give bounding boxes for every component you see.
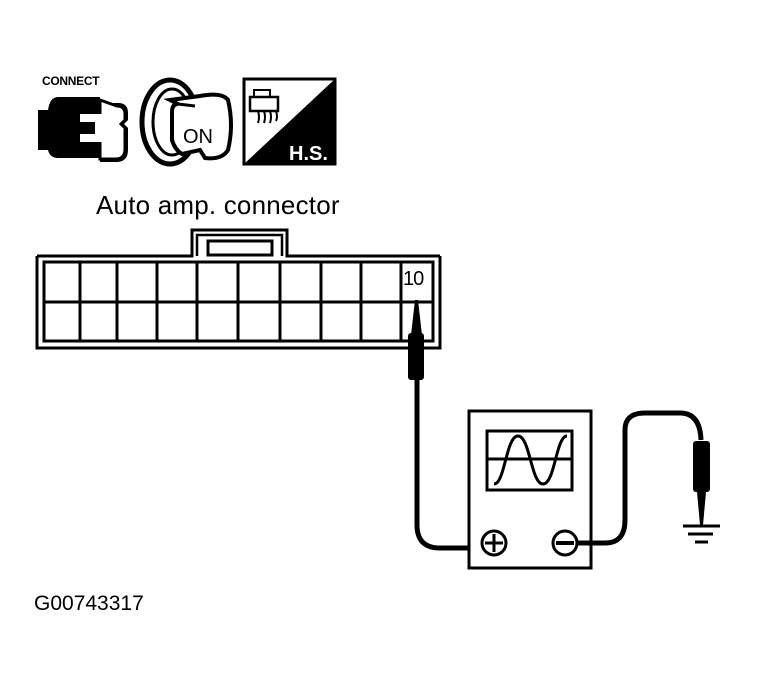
ignition-key-on-icon: ON bbox=[139, 77, 233, 167]
sine-waveform bbox=[493, 434, 568, 486]
connector-title: Auto amp. connector bbox=[96, 190, 340, 220]
positive-probe bbox=[408, 300, 481, 551]
harness-sign-text: H.S. bbox=[289, 143, 328, 165]
connector-plug-icon bbox=[38, 97, 128, 162]
harness-sign-icon: H.S. bbox=[242, 77, 337, 166]
ignition-on-text: ON bbox=[183, 126, 213, 148]
connect-label: CONNECT bbox=[42, 74, 100, 88]
oscilloscope bbox=[467, 409, 593, 570]
auto-amp-connector bbox=[35, 228, 442, 350]
ground-icon bbox=[683, 524, 720, 544]
pin-10-label: 10 bbox=[403, 268, 424, 290]
figure-id: G00743317 bbox=[34, 592, 144, 615]
negative-probe bbox=[577, 410, 710, 546]
